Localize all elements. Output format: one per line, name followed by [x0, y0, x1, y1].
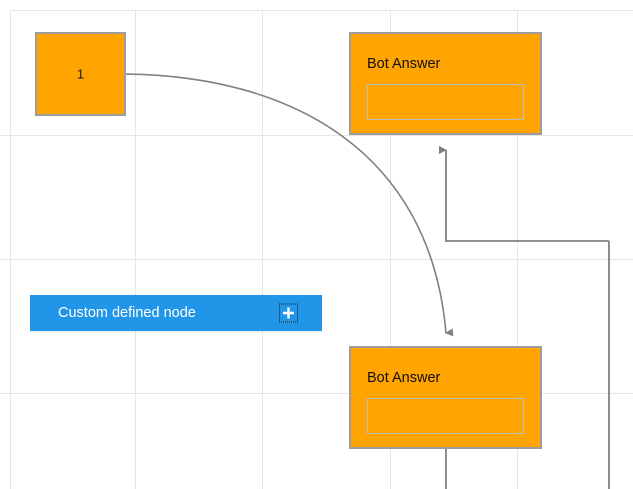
node-bot-answer-top-slot[interactable] — [367, 84, 524, 120]
node-bot-answer-bottom[interactable]: Bot Answer — [349, 346, 542, 449]
node-bot-answer-top[interactable]: Bot Answer — [349, 32, 542, 135]
node-bot-answer-bottom-title: Bot Answer — [367, 370, 441, 386]
node-custom-defined[interactable]: Custom defined node — [30, 295, 322, 331]
node-bot-answer-top-title: Bot Answer — [367, 56, 441, 72]
node-bot-answer-bottom-slot[interactable] — [367, 398, 524, 434]
connector-ortho-into-bot-answer-top[interactable] — [439, 146, 609, 242]
add-node-button[interactable] — [279, 303, 298, 323]
node-square-1-label: 1 — [76, 66, 85, 82]
node-custom-defined-label: Custom defined node — [58, 304, 196, 321]
node-square-1[interactable]: 1 — [35, 32, 126, 116]
plus-icon — [283, 307, 294, 319]
